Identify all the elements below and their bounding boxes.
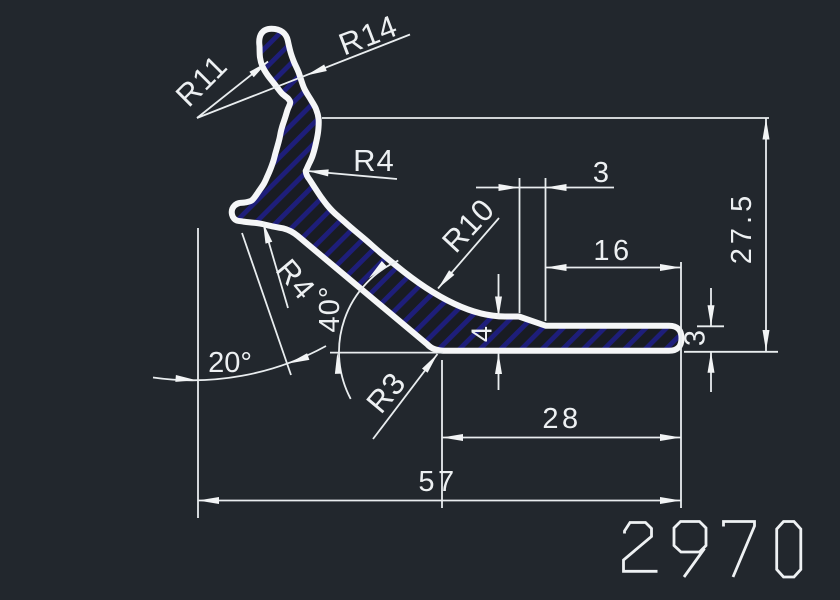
svg-text:20°: 20° bbox=[208, 347, 252, 379]
svg-text:3: 3 bbox=[593, 157, 609, 189]
svg-text:R4: R4 bbox=[353, 143, 395, 178]
svg-text:3: 3 bbox=[680, 330, 712, 346]
svg-text:57: 57 bbox=[418, 466, 457, 498]
svg-text:16: 16 bbox=[593, 235, 632, 267]
svg-text:4: 4 bbox=[467, 326, 499, 342]
svg-text:28: 28 bbox=[542, 403, 581, 435]
svg-text:27.5: 27.5 bbox=[726, 192, 758, 264]
svg-text:40°: 40° bbox=[314, 286, 346, 333]
